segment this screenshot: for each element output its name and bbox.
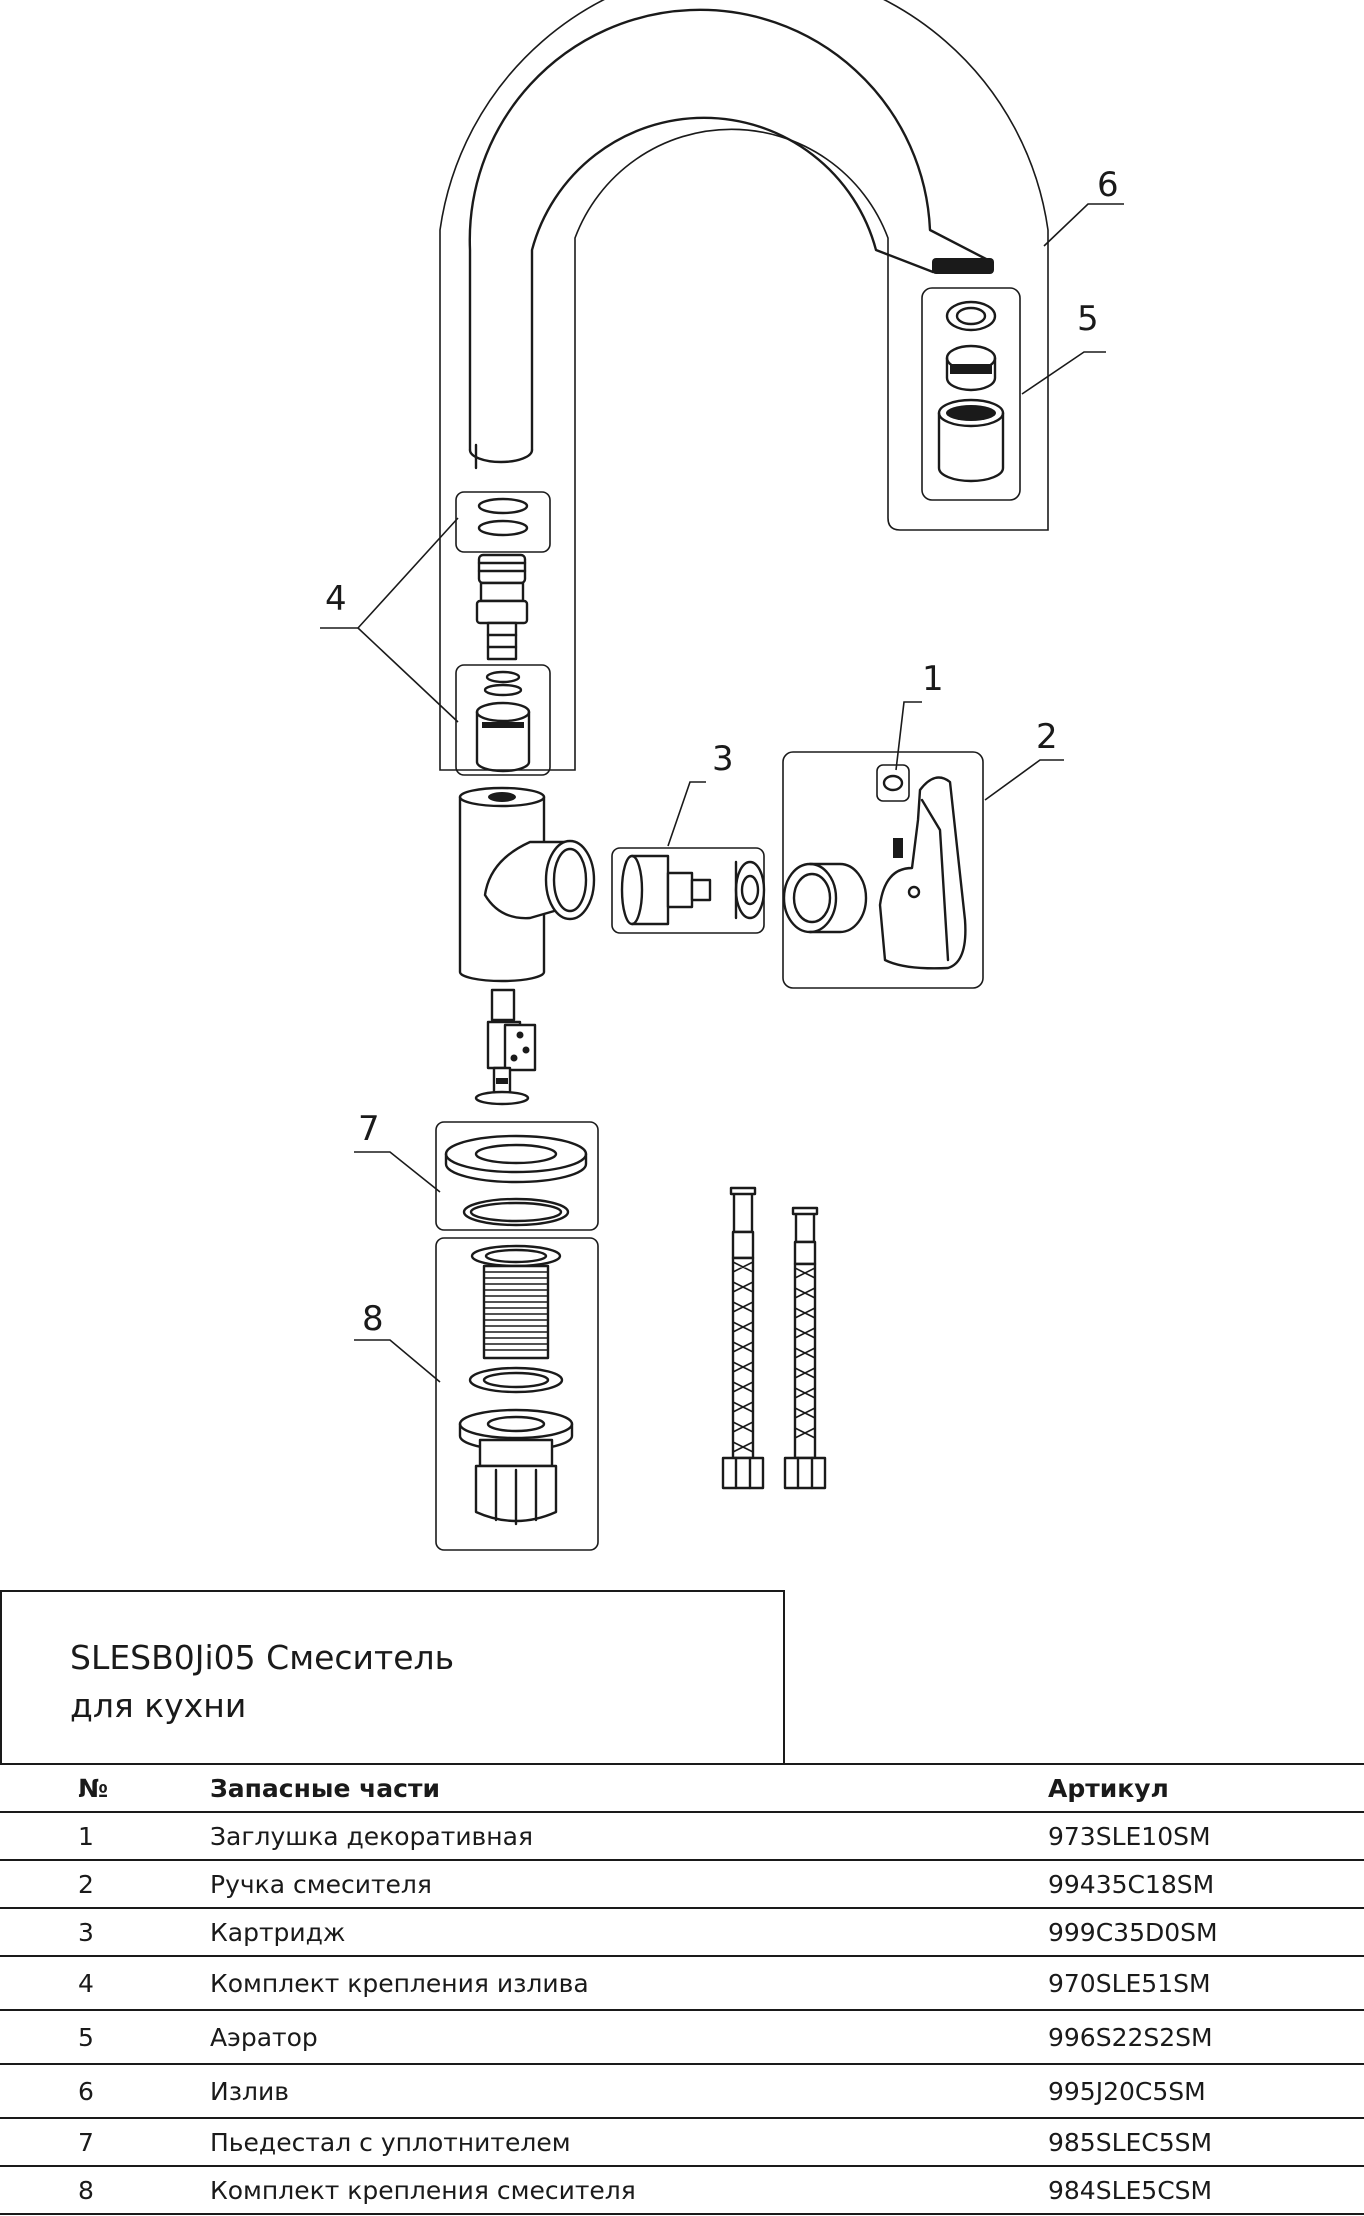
callout-5: 5 [1077, 299, 1099, 339]
row-part-name: Излив [210, 2063, 1048, 2119]
row-number: 5 [0, 2009, 210, 2065]
pedestal-drawing [435, 1121, 599, 1231]
row-number: 2 [0, 1859, 210, 1909]
row-sku: 996S22S2SM [1048, 2009, 1364, 2065]
fixing-kit-drawing [435, 1237, 599, 1551]
mixer-body-drawing [458, 786, 596, 983]
table-row: 6 Излив 995J20C5SM [0, 2063, 1364, 2119]
table-row: 4 Комплект крепления излива 970SLE51SM [0, 1955, 1364, 2011]
table-row: 8 Комплект крепления смесителя 984SLE5CS… [0, 2165, 1364, 2215]
handle-nut-drawing [782, 862, 868, 934]
row-part-name: Пьедестал с уплотнителем [210, 2117, 1048, 2167]
document-title: SLESB0Ji05 Смеситель для кухни [70, 1638, 455, 1725]
header-sku: Артикул [1048, 1763, 1364, 1813]
row-part-name: Аэратор [210, 2009, 1048, 2065]
row-number: 6 [0, 2063, 210, 2119]
table-row: 5 Аэратор 996S22S2SM [0, 2009, 1364, 2065]
table-header-row: № Запасные части Артикул [0, 1763, 1364, 1813]
row-sku: 970SLE51SM [1048, 1955, 1364, 2011]
leader-lines [320, 203, 1124, 1383]
callout-1: 1 [922, 659, 944, 699]
callout-6: 6 [1097, 165, 1119, 205]
row-number: 4 [0, 1955, 210, 2011]
row-number: 3 [0, 1907, 210, 1957]
row-number: 7 [0, 2117, 210, 2167]
row-part-name: Заглушка декоративная [210, 1811, 1048, 1861]
header-number: № [0, 1763, 210, 1813]
row-part-name: Комплект крепления смесителя [210, 2165, 1048, 2215]
spare-parts-table: № Запасные части Артикул 1 Заглушка деко… [0, 1763, 1364, 2215]
header-part-name: Запасные части [210, 1763, 1048, 1813]
row-number: 8 [0, 2165, 210, 2215]
table-row: 3 Картридж 999C35D0SM [0, 1907, 1364, 1957]
row-sku: 995J20C5SM [1048, 2063, 1364, 2119]
table-row: 1 Заглушка декоративная 973SLE10SM [0, 1811, 1364, 1861]
callout-7: 7 [358, 1109, 380, 1149]
mounting-stud-drawing [474, 988, 537, 1106]
row-part-name: Комплект крепления излива [210, 1955, 1048, 2011]
table-row: 2 Ручка смесителя 99435C18SM [0, 1859, 1364, 1909]
title-box: SLESB0Ji05 Смеситель для кухни [0, 1590, 785, 1763]
row-sku: 973SLE10SM [1048, 1811, 1364, 1861]
spout-drawing [439, 0, 1049, 771]
callout-8: 8 [362, 1299, 384, 1339]
row-sku: 984SLE5CSM [1048, 2165, 1364, 2215]
row-sku: 999C35D0SM [1048, 1907, 1364, 1957]
table-row: 7 Пьедестал с уплотнителем 985SLEC5SM [0, 2117, 1364, 2167]
row-part-name: Картридж [210, 1907, 1048, 1957]
flexible-hoses-drawing [721, 1186, 827, 1490]
row-number: 1 [0, 1811, 210, 1861]
callout-2: 2 [1036, 717, 1058, 757]
handle-drawing [782, 751, 984, 989]
exploded-parts-diagram: 6 5 4 1 2 3 7 8 [320, 0, 1124, 1551]
callout-3: 3 [712, 739, 734, 779]
cartridge-drawing [611, 847, 766, 934]
aerator-drawing [921, 287, 1021, 501]
row-part-name: Ручка смесителя [210, 1859, 1048, 1909]
spout-fixing-kit-drawing [455, 491, 551, 776]
row-sku: 99435C18SM [1048, 1859, 1364, 1909]
row-sku: 985SLEC5SM [1048, 2117, 1364, 2167]
callout-4: 4 [325, 579, 347, 619]
